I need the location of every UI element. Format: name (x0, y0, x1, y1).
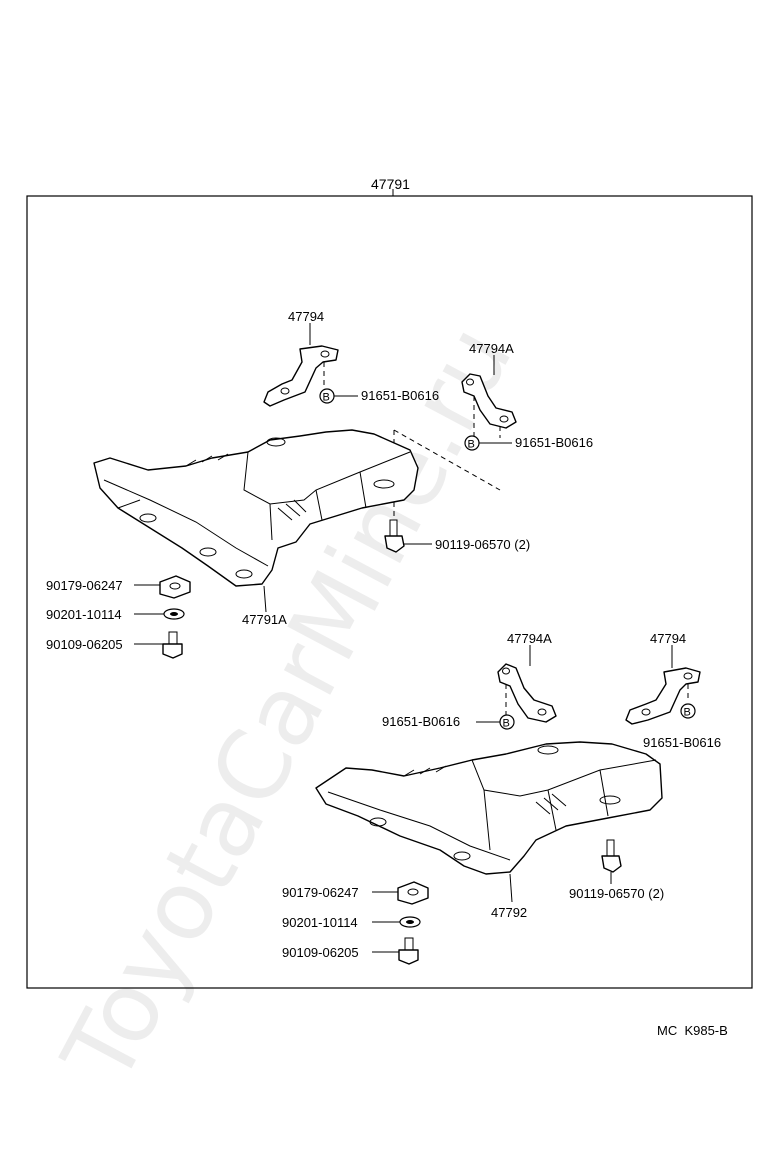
bracket-47794-lower[interactable] (625, 667, 701, 725)
label-screw-lower[interactable]: 90119-06570 (2) (569, 886, 664, 901)
label-pin-lower[interactable]: 90109-06205 (282, 945, 359, 960)
label-bracket-right-upper[interactable]: 47794A (469, 341, 514, 356)
label-bracket-right-lower[interactable]: 47794 (650, 631, 686, 646)
assembly-label[interactable]: 47791 (371, 176, 410, 192)
watermark-text: ToyotaCarMine.ru (41, 308, 534, 1102)
cover-47792[interactable] (315, 741, 663, 875)
label-bolt-right-upper[interactable]: 91651-B0616 (515, 435, 593, 450)
assembly-frame (26, 195, 753, 989)
label-bolt-left-lower[interactable]: 91651-B0616 (382, 714, 460, 729)
label-washer-upper[interactable]: 90201-10114 (46, 607, 122, 622)
pin-90109-lower[interactable] (398, 937, 419, 965)
label-bracket-left-upper[interactable]: 47794 (288, 309, 324, 324)
bracket-47794-upper[interactable] (263, 345, 339, 407)
label-washer-lower[interactable]: 90201-10114 (282, 915, 358, 930)
label-pin-upper[interactable]: 90109-06205 (46, 637, 123, 652)
pin-90109-upper[interactable] (162, 631, 183, 659)
cover-47791A[interactable] (93, 429, 419, 587)
nut-90179-lower[interactable] (397, 881, 429, 905)
bolt-marker-lower-right: B (680, 703, 696, 719)
bolt-marker-upper-left: B (319, 388, 335, 404)
label-bracket-left-lower[interactable]: 47794A (507, 631, 552, 646)
bolt-marker-lower-left: B (499, 714, 515, 730)
svg-text:B: B (503, 718, 510, 730)
label-nut-upper[interactable]: 90179-06247 (46, 578, 123, 593)
washer-90201-lower[interactable] (399, 916, 421, 928)
bracket-47794A-lower[interactable] (497, 663, 557, 723)
washer-90201-upper[interactable] (163, 608, 185, 620)
label-bolt-left-upper[interactable]: 91651-B0616 (361, 388, 439, 403)
svg-text:B: B (684, 707, 691, 719)
screw-90119-upper[interactable] (384, 519, 405, 553)
bolt-marker-upper-right: B (464, 435, 480, 451)
label-bolt-right-lower[interactable]: 91651-B0616 (643, 735, 721, 750)
screw-90119-lower[interactable] (601, 839, 622, 873)
svg-text:B: B (323, 392, 330, 404)
label-nut-lower[interactable]: 90179-06247 (282, 885, 359, 900)
footer-code: MC K985-B (657, 1023, 728, 1038)
label-cover-lower[interactable]: 47792 (491, 905, 527, 920)
label-cover-upper[interactable]: 47791A (242, 612, 287, 627)
label-screw-upper[interactable]: 90119-06570 (2) (435, 537, 530, 552)
svg-text:B: B (468, 439, 475, 451)
nut-90179-upper[interactable] (159, 575, 191, 599)
